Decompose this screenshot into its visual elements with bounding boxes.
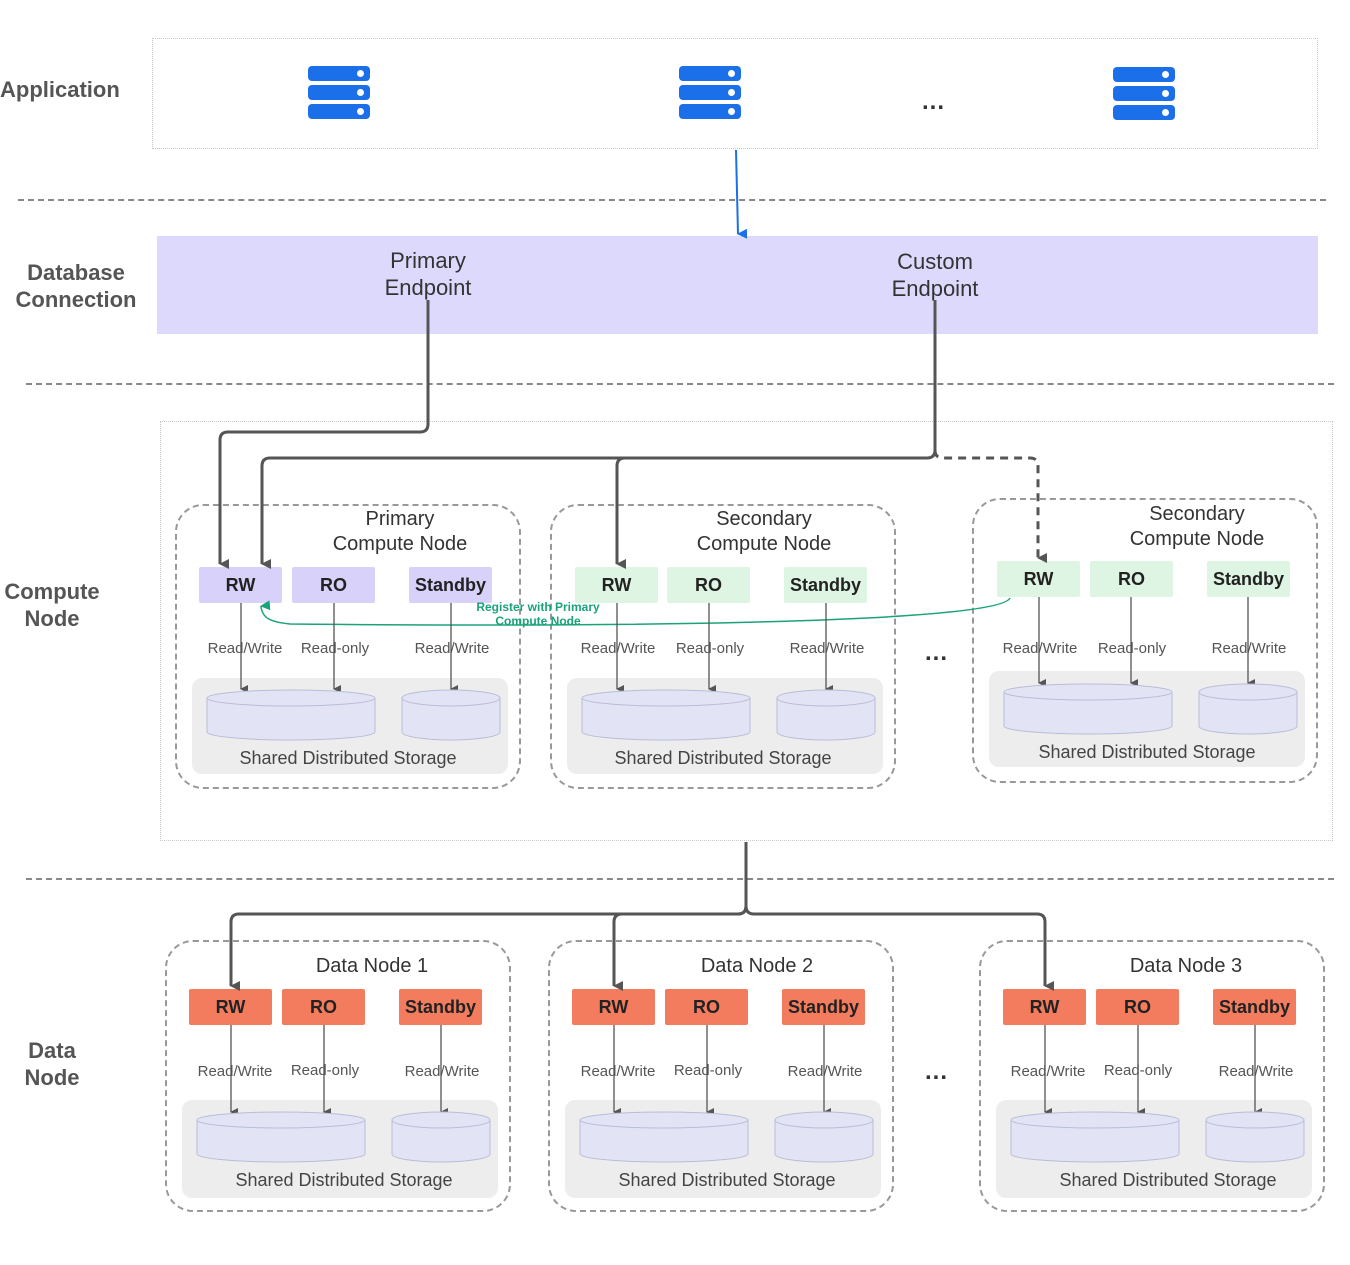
divider <box>26 878 1334 880</box>
ro-node[interactable]: RO <box>292 567 375 603</box>
compute-to-data-arrow <box>744 905 1054 991</box>
rw-node[interactable]: RW <box>575 567 658 603</box>
ro-node[interactable]: RO <box>1096 989 1179 1025</box>
ro-node[interactable]: RO <box>282 989 365 1025</box>
layer-label-application: Application <box>0 77 120 102</box>
server-icon <box>679 66 741 124</box>
data-group-title: Data Node 1 <box>315 955 429 977</box>
compute-group-title: Secondary Compute Node <box>1129 503 1265 550</box>
ro-node[interactable]: RO <box>665 989 748 1025</box>
rw-node[interactable]: RW <box>189 989 272 1025</box>
storage-label: Shared Distributed Storage <box>618 1170 836 1190</box>
data-node-group <box>979 940 1325 1212</box>
ro-node[interactable]: RO <box>1090 561 1173 597</box>
mode-label: Read/Write <box>414 640 490 657</box>
server-icon <box>308 66 370 124</box>
storage-label: Shared Distributed Storage <box>614 748 832 768</box>
mode-label: Read/Write <box>1002 640 1078 657</box>
layer-label-compute-node: Compute Node <box>4 579 100 631</box>
data-group-title: Data Node 3 <box>1129 955 1243 977</box>
data-node-group <box>165 940 511 1212</box>
divider <box>26 383 1334 385</box>
standby-node[interactable]: Standby <box>409 567 492 603</box>
compute-group-primary <box>175 504 521 789</box>
storage-cylinders <box>196 683 1305 1163</box>
divider <box>18 199 1326 201</box>
mode-label: Read-only <box>675 640 745 657</box>
data-ellipsis: ... <box>925 1058 949 1085</box>
custom-endpoint-arrow <box>615 456 626 569</box>
rw-node[interactable]: RW <box>199 567 282 603</box>
mode-label: Read/Write <box>787 1063 863 1080</box>
application-ellipsis: ... <box>922 88 946 115</box>
app-to-connection-arrow <box>735 149 748 239</box>
mode-label: Read/Write <box>207 640 283 657</box>
mode-label: Read/Write <box>580 1063 656 1080</box>
mode-label: Read/Write <box>1218 1063 1294 1080</box>
standby-node[interactable]: Standby <box>1213 989 1296 1025</box>
mode-label: Read/Write <box>1211 640 1287 657</box>
storage-label: Shared Distributed Storage <box>1059 1170 1277 1190</box>
custom-endpoint[interactable]: Custom Endpoint <box>891 249 979 301</box>
register-arrow <box>260 597 1011 626</box>
compute-group-secondary <box>550 504 896 789</box>
data-node-group <box>548 940 894 1212</box>
mode-label: Read-only <box>673 1062 743 1079</box>
compute-group-title: Secondary Compute Node <box>696 508 832 555</box>
compute-group-title: Primary Compute Node <box>332 508 468 555</box>
mode-label: Read/Write <box>580 640 656 657</box>
rw-node[interactable]: RW <box>572 989 655 1025</box>
compute-to-data-arrow <box>612 905 748 991</box>
compute-io-lines <box>240 597 1255 693</box>
standby-node[interactable]: Standby <box>399 989 482 1025</box>
compute-ellipsis: ... <box>925 639 949 666</box>
storage-label: Shared Distributed Storage <box>239 748 457 768</box>
database-connection-bar <box>157 236 1318 334</box>
rw-node[interactable]: RW <box>997 561 1080 597</box>
primary-endpoint[interactable]: Primary Endpoint <box>384 248 472 300</box>
primary-endpoint-arrow <box>218 300 430 569</box>
rw-node[interactable]: RW <box>1003 989 1086 1025</box>
mode-label: Read-only <box>300 640 370 657</box>
storage-label: Shared Distributed Storage <box>235 1170 453 1190</box>
layer-label-database-connection: Database Connection <box>15 260 137 312</box>
mode-label: Read/Write <box>404 1063 480 1080</box>
mode-label: Read/Write <box>1010 1063 1086 1080</box>
mode-label: Read-only <box>290 1062 360 1079</box>
mode-label: Read-only <box>1097 640 1167 657</box>
custom-endpoint-dashed-arrow <box>933 449 1047 563</box>
standby-node[interactable]: Standby <box>782 989 865 1025</box>
mode-label: Read/Write <box>197 1063 273 1080</box>
standby-node[interactable]: Standby <box>784 567 867 603</box>
data-io-lines <box>230 1025 1262 1116</box>
compute-group-secondary <box>972 498 1318 783</box>
data-group-title: Data Node 2 <box>700 955 814 977</box>
compute-area <box>160 421 1333 841</box>
standby-node[interactable]: Standby <box>1207 561 1290 597</box>
storage-label: Shared Distributed Storage <box>1038 742 1256 762</box>
ro-node[interactable]: RO <box>667 567 750 603</box>
server-icon <box>1113 67 1175 125</box>
mode-label: Read/Write <box>789 640 865 657</box>
layer-label-data-node: Data Node <box>24 1038 80 1090</box>
application-box <box>152 38 1318 149</box>
